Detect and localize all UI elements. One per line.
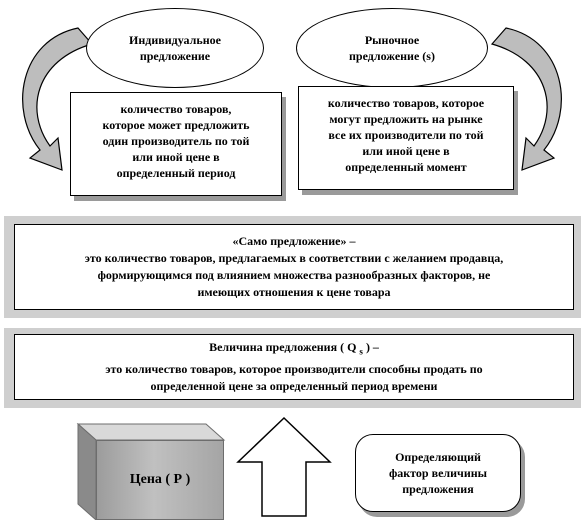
market-desc-line: количество товаров, которое xyxy=(327,96,485,110)
individual-title-line1: Индивидуальное xyxy=(129,33,221,47)
supply-itself-line: формирующимся под влиянием множества раз… xyxy=(97,268,491,282)
market-desc-box: количество товаров, которое могут предло… xyxy=(298,86,514,190)
market-title-line2: предложение (s) xyxy=(349,49,435,63)
price-box: Цена ( Р ) xyxy=(96,440,224,520)
price-cube-faces xyxy=(76,422,226,520)
supply-itself-line: это количество товаров, предлагаемых в с… xyxy=(84,251,504,265)
supply-quantity-heading-end: ) – xyxy=(362,340,379,355)
supply-quantity-line: определенной цене за определенный период… xyxy=(150,378,438,393)
supply-itself-heading: «Само предложение» – xyxy=(232,234,356,248)
supply-quantity-line: это количество товаров, которое производ… xyxy=(105,361,483,376)
individual-desc-line: определенный период xyxy=(116,166,236,180)
individual-desc-line: один производитель по той xyxy=(102,134,250,148)
individual-title-line2: предложение xyxy=(139,49,211,63)
individual-desc-box: количество товаров, которое может предло… xyxy=(70,92,282,196)
supply-itself-box: «Само предложение» – это количество това… xyxy=(14,224,574,310)
determinant-line: Определяющий xyxy=(395,450,481,464)
market-desc-line: определенный момент xyxy=(345,160,467,174)
supply-quantity-box: Величина предложения ( Q s ) – это колич… xyxy=(14,334,574,400)
price-label: Цена ( Р ) xyxy=(129,472,191,487)
left-curved-arrow xyxy=(22,27,94,171)
determinant-line: фактор величины xyxy=(388,466,488,480)
market-desc-line: могут предложить на рынке xyxy=(329,112,483,126)
up-arrow xyxy=(236,416,332,517)
determinant-line: предложения xyxy=(402,482,474,496)
supply-itself-line: имеющих отношения к цене товара xyxy=(197,285,391,299)
market-supply-ellipse: Рыночное предложение (s) xyxy=(296,8,488,88)
market-desc-line: или иной цене в xyxy=(362,144,450,158)
individual-desc-line: или иной цене в xyxy=(132,150,220,164)
supply-quantity-heading: Величина предложения ( Q s ) – xyxy=(15,339,573,360)
market-desc-line: все их производители по той xyxy=(328,128,484,142)
right-curved-arrow xyxy=(490,27,562,171)
determinant-box: Определяющий фактор величины предложения xyxy=(355,434,521,512)
supply-quantity-heading-text: Величина предложения ( Q xyxy=(209,340,357,355)
individual-supply-ellipse: Индивидуальное предложение xyxy=(86,8,264,88)
individual-desc-line: количество товаров, xyxy=(120,102,232,116)
supply-quantity-heading-sub: s xyxy=(359,346,363,357)
market-title-line1: Рыночное xyxy=(364,33,420,47)
individual-desc-line: которое может предложить xyxy=(102,118,250,132)
